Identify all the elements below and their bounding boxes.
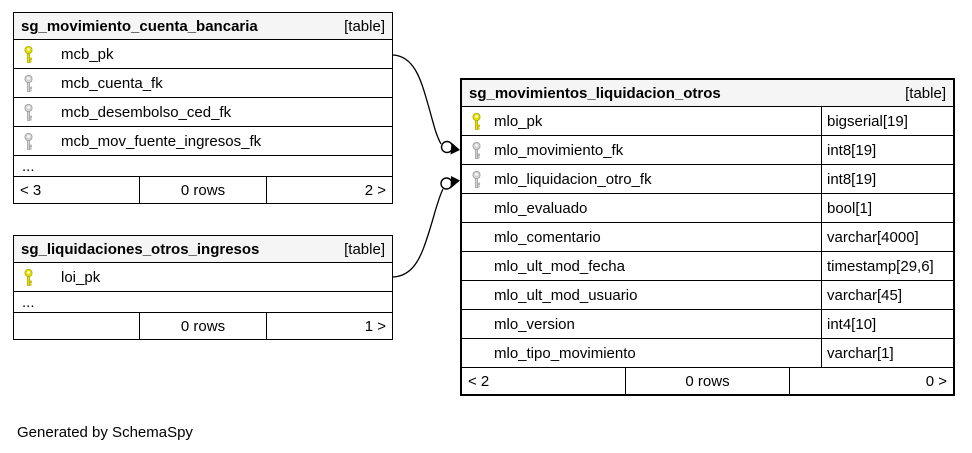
column-row-mlo_tipo_movimiento[interactable]: mlo_tipo_movimiento varchar[1] <box>462 339 953 368</box>
column-type: int4[10] <box>821 310 953 338</box>
column-row-mlo_comentario[interactable]: mlo_comentario varchar[4000] <box>462 223 953 252</box>
column-row-mlo_evaluado[interactable]: mlo_evaluado bool[1] <box>462 194 953 223</box>
column-name: mcb_cuenta_fk <box>61 74 163 92</box>
footer-row-count: 0 rows <box>626 368 790 394</box>
no-key-spacer <box>472 258 481 275</box>
table-title[interactable]: sg_liquidaciones_otros_ingresos <box>21 240 260 258</box>
table-footer: < 2 0 rows 0 > <box>462 368 953 394</box>
column-name: mcb_mov_fuente_ingresos_fk <box>61 132 262 150</box>
column-name: mlo_evaluado <box>494 199 588 217</box>
column-row-mlo_ult_mod_usuario[interactable]: mlo_ult_mod_usuario varchar[45] <box>462 281 953 310</box>
column-row-mcb_cuenta_fk[interactable]: mcb_cuenta_fk <box>14 69 392 98</box>
column-type: varchar[4000] <box>821 223 953 251</box>
foreign-key-icon <box>472 141 481 159</box>
column-rows: mcb_pk mcb_cuenta_fk mcb_desembolso_ced_fk… <box>14 40 392 156</box>
column-type: bool[1] <box>821 194 953 222</box>
no-key-spacer <box>472 345 481 362</box>
table-footer: 0 rows 1 > <box>14 313 392 339</box>
generated-by-note: Generated by SchemaSpy <box>17 424 193 441</box>
column-row-mcb_pk[interactable]: mcb_pk <box>14 40 392 69</box>
ellipsis-row: ... <box>14 156 392 177</box>
table-badge: [table] <box>344 17 385 35</box>
column-type: varchar[45] <box>821 281 953 309</box>
table-sg_liquidaciones_otros_ingresos: sg_liquidaciones_otros_ingresos [table] … <box>13 235 393 340</box>
column-type: varchar[1] <box>821 339 953 367</box>
table-header: sg_movimientos_liquidacion_otros [table] <box>462 80 953 107</box>
column-name: mcb_pk <box>61 45 114 63</box>
ellipsis-row: ... <box>14 292 392 313</box>
column-row-mlo_liquidacion_otro_fk[interactable]: mlo_liquidacion_otro_fk int8[19] <box>462 165 953 194</box>
footer-in-degree: < 3 <box>14 177 141 203</box>
column-row-mcb_desembolso_ced_fk[interactable]: mcb_desembolso_ced_fk <box>14 98 392 127</box>
column-name: mlo_version <box>494 315 575 333</box>
column-name: mlo_pk <box>494 112 543 130</box>
primary-key-icon <box>472 112 481 130</box>
column-name: mlo_ult_mod_fecha <box>494 257 625 275</box>
table-title[interactable]: sg_movimientos_liquidacion_otros <box>469 84 721 102</box>
footer-row-count: 0 rows <box>140 177 267 203</box>
footer-out-degree: 0 > <box>925 372 947 390</box>
table-footer: < 3 0 rows 2 > <box>14 177 392 203</box>
relationship-connector-loi_pk-to-mlo_liquidacion_otro_fk <box>392 176 460 278</box>
column-rows: loi_pk <box>14 263 392 292</box>
foreign-key-icon <box>24 103 33 121</box>
table-sg_movimientos_liquidacion_otros: sg_movimientos_liquidacion_otros [table]… <box>460 78 955 396</box>
no-key-spacer <box>472 316 481 333</box>
column-row-loi_pk[interactable]: loi_pk <box>14 263 392 292</box>
column-row-mcb_mov_fuente_ingresos_fk[interactable]: mcb_mov_fuente_ingresos_fk <box>14 127 392 156</box>
arrowhead-icon <box>450 142 460 155</box>
table-header: sg_liquidaciones_otros_ingresos [table] <box>14 236 392 263</box>
arrowhead-icon <box>450 176 460 189</box>
no-key-spacer <box>472 229 481 246</box>
primary-key-icon <box>24 268 33 286</box>
footer-out-degree: 1 > <box>364 317 386 335</box>
footer-in-degree: < 2 <box>462 368 626 394</box>
footer-out-degree: 2 > <box>364 181 386 199</box>
no-key-spacer <box>472 287 481 304</box>
column-name: mlo_liquidacion_otro_fk <box>494 170 652 188</box>
zero-or-one-circle-icon <box>440 140 454 154</box>
column-type: int8[19] <box>821 165 953 193</box>
no-key-spacer <box>472 200 481 217</box>
column-type: timestamp[29,6] <box>821 252 953 280</box>
column-name: mlo_movimiento_fk <box>494 141 624 159</box>
column-rows: mlo_pk bigserial[19] mlo_movimiento_fk int8… <box>462 107 953 368</box>
column-name: loi_pk <box>61 268 101 286</box>
relationship-connector-mcb_pk-to-mlo_movimiento_fk <box>392 54 460 155</box>
footer-in-degree <box>14 313 141 339</box>
table-badge: [table] <box>344 240 385 258</box>
column-name: mcb_desembolso_ced_fk <box>61 103 232 121</box>
foreign-key-icon <box>24 74 33 92</box>
column-name: mlo_comentario <box>494 228 601 246</box>
table-sg_movimiento_cuenta_bancaria: sg_movimiento_cuenta_bancaria [table] mc… <box>13 12 393 204</box>
footer-row-count: 0 rows <box>140 313 267 339</box>
foreign-key-icon <box>472 170 481 188</box>
table-header: sg_movimiento_cuenta_bancaria [table] <box>14 13 392 40</box>
column-type: bigserial[19] <box>821 107 953 135</box>
table-badge: [table] <box>905 84 946 102</box>
column-row-mlo_pk[interactable]: mlo_pk bigserial[19] <box>462 107 953 136</box>
column-type: int8[19] <box>821 136 953 164</box>
column-row-mlo_ult_mod_fecha[interactable]: mlo_ult_mod_fecha timestamp[29,6] <box>462 252 953 281</box>
column-row-mlo_version[interactable]: mlo_version int4[10] <box>462 310 953 339</box>
primary-key-icon <box>24 45 33 63</box>
column-row-mlo_movimiento_fk[interactable]: mlo_movimiento_fk int8[19] <box>462 136 953 165</box>
table-title[interactable]: sg_movimiento_cuenta_bancaria <box>21 17 258 35</box>
column-name: mlo_ult_mod_usuario <box>494 286 638 304</box>
zero-or-one-circle-icon <box>440 177 453 190</box>
foreign-key-icon <box>24 132 33 150</box>
column-name: mlo_tipo_movimiento <box>494 344 636 362</box>
